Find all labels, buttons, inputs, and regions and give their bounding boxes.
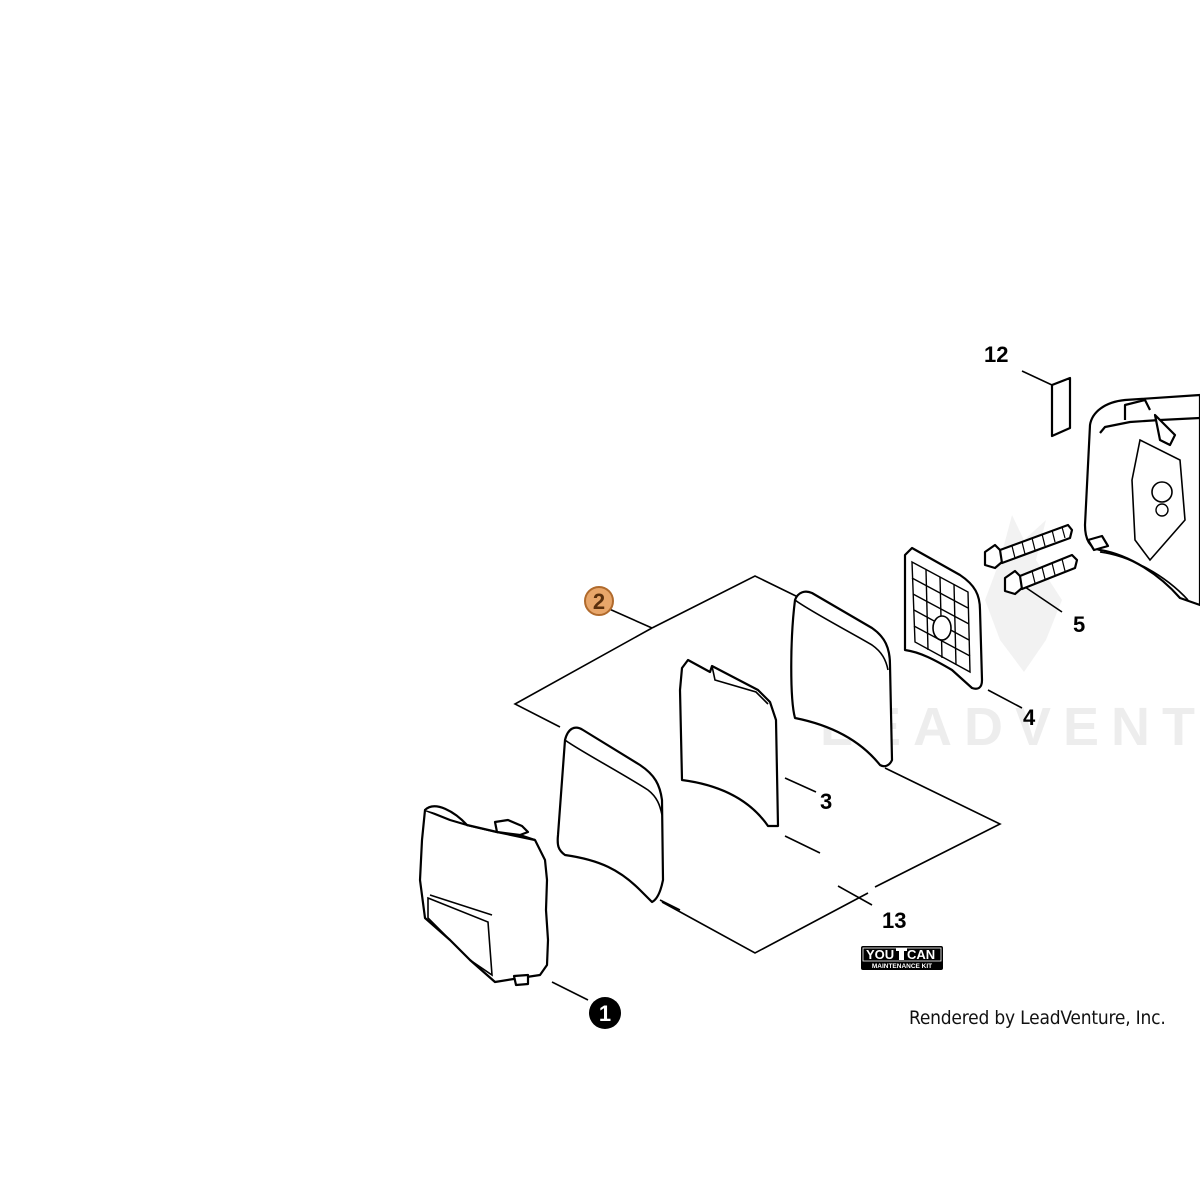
callout-4-label: 4 [1023,705,1036,730]
badge-kit-text: MAINTENANCE KIT [872,963,932,970]
filter-grid-plate [903,546,984,690]
leader-lines [551,370,1063,1001]
callout-2[interactable]: 2 [584,586,614,616]
callout-5-label: 5 [1073,612,1085,637]
callout-5[interactable]: 5 [1068,608,1094,638]
filter-housing [1083,393,1200,607]
label-sticker [1050,376,1072,438]
inner-filter [678,658,780,828]
callout-3-label: 3 [820,789,832,814]
maintenance-kit-badge: YOU CAN MAINTENANCE KIT [861,946,943,970]
render-credit: Rendered by LeadVenture, Inc. [909,1007,1166,1029]
callout-2-label: 2 [593,589,605,614]
callout-13-label: 13 [882,908,906,933]
filter-cover [418,805,550,987]
wrench-icon [896,948,907,960]
felt-filter-back [790,590,894,768]
callout-2-circle [584,586,614,616]
callout-4[interactable]: 4 [1018,700,1044,730]
callout-13[interactable]: 13 [878,903,918,933]
callout-12[interactable]: 12 [980,338,1020,368]
callout-1[interactable]: 1 [589,997,621,1029]
screw-top [983,523,1074,570]
screw-bottom [1003,553,1079,596]
felt-filter-front [556,726,665,904]
callout-3[interactable]: 3 [815,784,841,814]
callout-12-label: 12 [984,342,1008,367]
kit-bracket [513,575,1002,954]
badge-can-text: CAN [907,947,935,962]
callout-1-circle [589,997,621,1029]
callout-1-label: 1 [599,1001,611,1026]
badge-you-text: YOU [866,947,894,962]
